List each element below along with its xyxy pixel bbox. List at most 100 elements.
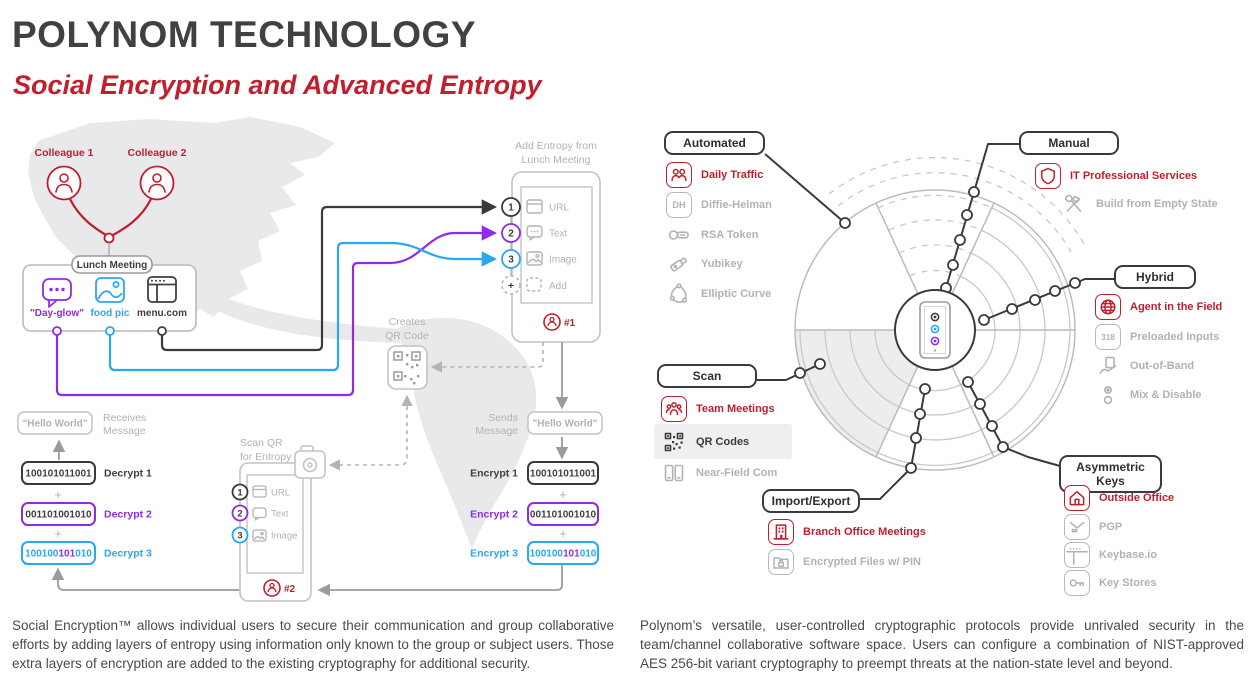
item-near-field-com: Near-Field Com — [661, 460, 777, 486]
item-elliptic-curve: Elliptic Curve — [666, 281, 771, 307]
colleague-1-avatar — [46, 165, 82, 201]
tag-automated: Automated — [664, 131, 765, 155]
receives-label-2: Message — [103, 425, 146, 437]
user-1-badge-label: #1 — [564, 318, 576, 329]
scan-qr-phone: Scan QR for Entropy 1 2 3 — [231, 437, 326, 602]
person-icon — [55, 173, 166, 193]
footer-left-paragraph: Social Encryption™ allows individual use… — [12, 618, 614, 672]
item-qr-codes: QR Codes — [661, 429, 749, 455]
wheel-connectors — [757, 143, 1115, 500]
creates-qr-label-2: QR Code — [385, 330, 429, 342]
item-build-from-empty-state: Build from Empty State — [1061, 191, 1218, 217]
receives-label-1: Receives — [103, 412, 146, 424]
folder-lock-icon — [768, 549, 794, 575]
encrypt-2-label: Encrypt 2 — [470, 509, 518, 521]
globe-icon — [1095, 294, 1121, 320]
decrypt-1-value: 100101011001 — [25, 469, 92, 480]
social-encryption-diagram: Colleague 1 Colleague 2 Lunch Meeting — [17, 117, 603, 602]
hand-document-icon — [1095, 353, 1121, 379]
menu-label: menu.com — [137, 308, 187, 319]
lunch-meeting-label: Lunch Meeting — [77, 260, 148, 271]
item-agent-in-the-field: Agent in the Field — [1095, 294, 1222, 320]
add-entropy-title-2: Lunch Meeting — [522, 154, 591, 166]
shield-icon — [1035, 163, 1061, 189]
chat-bubble-icon — [42, 278, 72, 308]
sends-column: Sends Message "Hello World" 100101011001… — [51, 342, 603, 597]
slot-2-number: 2 — [508, 229, 514, 240]
browser-icon — [147, 276, 177, 303]
mini-browser-icon — [526, 199, 543, 214]
svg-text:+: + — [54, 487, 62, 502]
item-encrypted-files-pin: Encrypted Files w/ PIN — [768, 549, 921, 575]
footer-right-paragraph: Polynom’s versatile, user-controlled cry… — [640, 618, 1244, 672]
scan-qr-title-1: Scan QR — [240, 437, 283, 449]
encrypt-2-value: 001101001010 — [530, 510, 597, 521]
sends-hello-bubble: "Hello World" — [533, 419, 598, 430]
item-outside-office: Outside Office — [1064, 485, 1174, 511]
colleagues: Colleague 1 Colleague 2 — [35, 147, 187, 258]
mini-add-icon — [526, 277, 542, 292]
wheel-dividers — [794, 189, 1076, 471]
nfc-phones-icon — [661, 460, 687, 486]
decrypt-2-value: 001101001010 — [25, 510, 92, 521]
qr-small-icon — [661, 429, 687, 455]
shaded-sector — [795, 330, 918, 457]
tag-asymmetric-keys: Asymmetric Keys — [1059, 455, 1162, 493]
svg-text:1: 1 — [237, 488, 243, 499]
center-device — [894, 289, 976, 371]
encrypt-1-label: Encrypt 1 — [470, 468, 518, 480]
slot-add-label: Add — [549, 281, 567, 292]
creates-qr-label-1: Creates — [389, 316, 426, 328]
receives-column: "Hello World" Receives Message 100101011… — [17, 411, 152, 565]
svg-text:3: 3 — [237, 531, 242, 542]
item-out-of-band: Out-of-Band — [1095, 353, 1194, 379]
colleague-2-label: Colleague 2 — [128, 147, 187, 159]
item-diffie-helman: DH Diffie-Helman — [666, 192, 772, 218]
item-it-professional-services: IT Professional Services — [1035, 163, 1197, 189]
mini-browser-icon — [252, 485, 267, 498]
tools-icon — [1061, 191, 1087, 217]
add-slot-plus: + — [508, 280, 514, 292]
item-yubikey: Yubikey — [666, 251, 743, 277]
key-icon — [1064, 570, 1090, 596]
svg-text:+: + — [559, 526, 567, 541]
slot-image-label: Image — [549, 255, 577, 266]
decrypt-1-label: Decrypt 1 — [104, 468, 152, 480]
slot-text-label: Text — [549, 229, 568, 240]
mini-chat-icon — [252, 507, 267, 519]
add-entropy-phone: Add Entropy from Lunch Meeting 1 2 3 + — [501, 140, 601, 343]
sends-label-1: Sends — [488, 412, 518, 424]
envelope-icon — [1064, 514, 1090, 540]
mix-toggle-icon — [1095, 382, 1121, 408]
users-icon — [666, 162, 692, 188]
colleague-1-label: Colleague 1 — [35, 147, 94, 159]
item-rsa-token: RSA Token — [666, 222, 758, 248]
token-icon — [666, 222, 692, 248]
item-team-meetings: Team Meetings — [661, 396, 775, 422]
usb-key-icon — [666, 251, 692, 277]
svg-text:Text: Text — [271, 509, 289, 520]
svg-text:318: 318 — [1101, 332, 1115, 342]
tag-import-export: Import/Export — [762, 489, 860, 513]
add-entropy-title-1: Add Entropy from — [515, 140, 597, 152]
svg-text:2: 2 — [237, 509, 242, 520]
page-subtitle: Social Encryption and Advanced Entropy — [13, 70, 542, 100]
svg-text:+: + — [54, 526, 62, 541]
item-pgp: PGP — [1064, 514, 1122, 540]
mini-chat-icon — [526, 225, 543, 241]
dh-icon: DH — [666, 192, 692, 218]
svg-text:+: + — [559, 487, 567, 502]
item-mix-disable: Mix & Disable — [1095, 382, 1202, 408]
user-2-badge-label: #2 — [284, 584, 296, 595]
building-icon — [768, 519, 794, 545]
item-keybase: Keybase.io — [1064, 542, 1157, 568]
merge-node — [103, 232, 115, 244]
qr-code-icon — [387, 345, 428, 390]
svg-text:URL: URL — [271, 488, 290, 499]
decrypt-2-label: Decrypt 2 — [104, 509, 152, 521]
photo-icon — [95, 277, 125, 303]
entropy-flow-lines — [55, 199, 498, 397]
receives-hello-bubble: "Hello World" — [23, 419, 88, 430]
item-preloaded-inputs: 318 Preloaded Inputs — [1095, 324, 1219, 350]
